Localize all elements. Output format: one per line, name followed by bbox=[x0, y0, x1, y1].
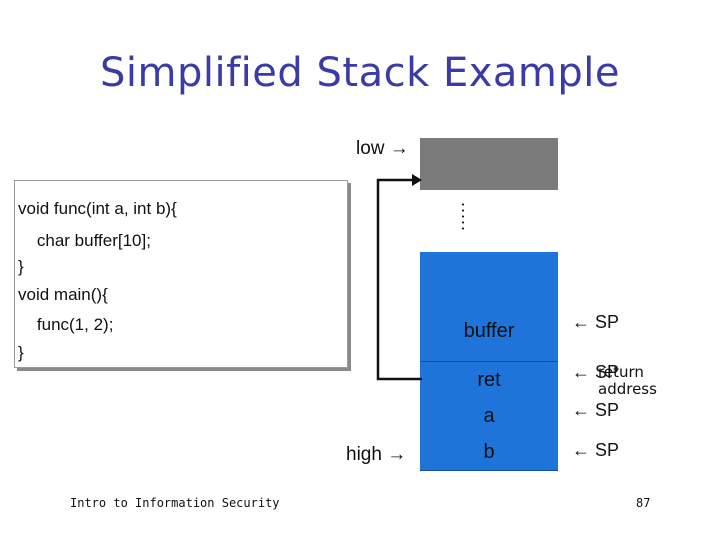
code-line: func(1, 2); bbox=[18, 315, 114, 334]
return-address-label: return address bbox=[598, 364, 657, 398]
low-label: low → bbox=[356, 138, 409, 159]
stack-cell-b: b bbox=[420, 434, 558, 471]
stack-gap-dots: ..... bbox=[458, 202, 478, 233]
sp-pointer-a: ← SP bbox=[572, 400, 620, 420]
sp-pointer-buffer: ← SP bbox=[572, 312, 620, 332]
high-label: high → bbox=[346, 444, 407, 465]
stack-cell-a: a bbox=[420, 398, 558, 435]
code-line: } bbox=[18, 257, 24, 276]
footer-course: Intro to Information Security bbox=[70, 496, 280, 510]
code-line: void main(){ bbox=[18, 285, 108, 304]
sp-pointer-b: ← SP bbox=[572, 440, 620, 460]
return-arrow bbox=[376, 174, 422, 381]
code-line: } bbox=[18, 343, 24, 362]
slide-title: Simplified Stack Example bbox=[100, 50, 620, 96]
page-number: 87 bbox=[636, 496, 651, 510]
return-label-line1: return bbox=[598, 363, 644, 381]
code-line: void func(int a, int b){ bbox=[18, 199, 177, 218]
return-label-line2: address bbox=[598, 380, 657, 398]
stack-cell-ret: ret bbox=[420, 362, 558, 399]
sp-pointer-ret: ← SP bbox=[572, 362, 620, 382]
stack-top-block bbox=[420, 138, 558, 190]
stack-cell-buffer: buffer bbox=[420, 252, 558, 362]
code-line: char buffer[10]; bbox=[18, 231, 151, 250]
code-box bbox=[14, 180, 348, 368]
